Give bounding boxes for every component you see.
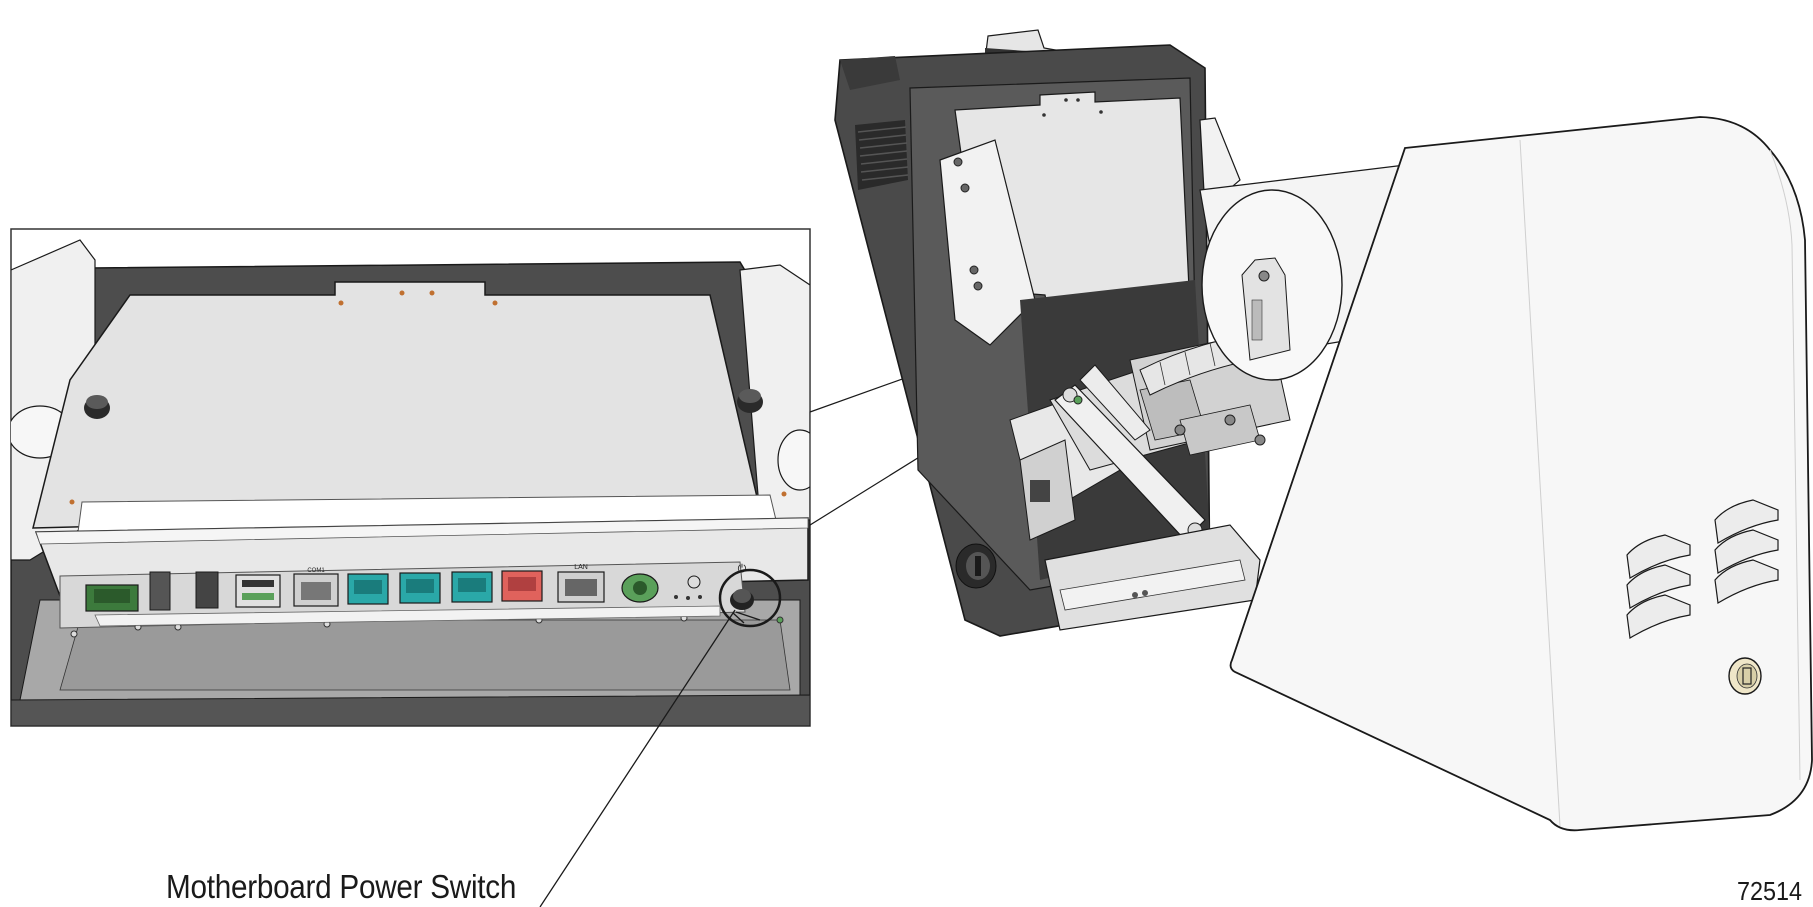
indicator-led	[674, 595, 678, 599]
port-usb-vertical	[149, 571, 171, 611]
port-hdmi	[195, 571, 219, 609]
inset-screw	[399, 290, 405, 296]
indicator-led	[686, 596, 690, 600]
inset-thumbscrew-left	[84, 395, 110, 419]
port-usb-pair	[235, 574, 281, 608]
power-icon: ⏻	[738, 562, 747, 575]
port-audio	[687, 575, 701, 589]
port-lan-label: LAN	[574, 564, 588, 571]
inset-screw	[69, 499, 75, 505]
figure-number: 72514	[1737, 876, 1803, 906]
kiosk-main-view	[834, 29, 1813, 832]
kiosk-cover-lock	[1728, 657, 1762, 695]
inset-screw	[781, 491, 787, 497]
detail-inset: COM1 LAN	[10, 228, 811, 727]
inset-screw	[338, 300, 344, 306]
kiosk-lock	[955, 543, 997, 589]
indicator-led	[698, 595, 702, 599]
callout-label-motherboard-power-switch: Motherboard Power Switch	[166, 868, 517, 905]
inset-screw	[492, 300, 498, 306]
port-com1-label: COM1	[307, 568, 325, 574]
inset-screw	[429, 290, 435, 296]
inset-thumbscrew-right	[737, 389, 763, 413]
kiosk-printer-mechanism	[1009, 329, 1291, 631]
motherboard-power-switch: ⏻	[730, 562, 754, 610]
inset-cover-plate	[32, 281, 761, 529]
inset-right-roll	[777, 429, 810, 491]
power-switch-highlight-circle	[718, 568, 782, 628]
io-ports: COM1 LAN	[85, 562, 782, 628]
kiosk-vent-grille	[855, 120, 909, 190]
callout-leader-line	[539, 609, 736, 907]
kiosk-front-cover	[1229, 116, 1813, 832]
kiosk-cover-louvers	[1626, 499, 1779, 639]
